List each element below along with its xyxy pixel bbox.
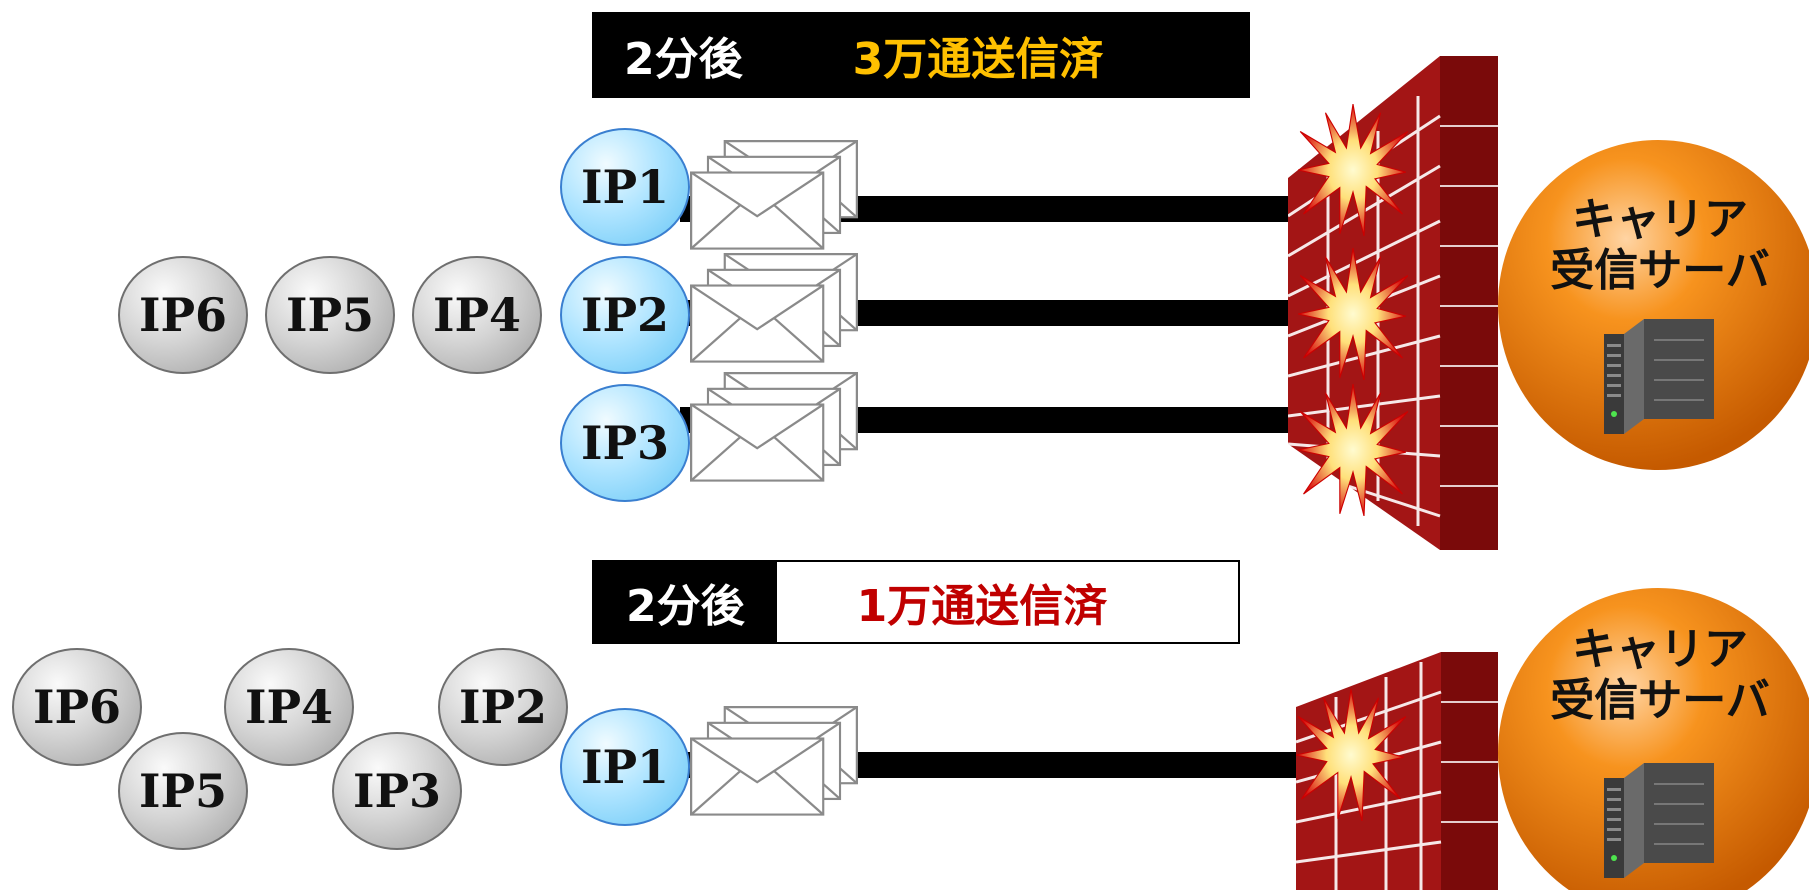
bottom-burst-ip1-icon — [1296, 680, 1406, 830]
bottom-idle-node-ip5: IP5 — [118, 732, 248, 850]
top-server-tower-icon — [1604, 318, 1724, 440]
top-carrier-label: キャリア 受信サーバ — [1520, 194, 1800, 296]
bottom-carrier-label: キャリア 受信サーバ — [1520, 624, 1800, 726]
bottom-idle-node-ip6: IP6 — [12, 648, 142, 766]
bottom-banner-result: 1万通送信済 — [856, 581, 1108, 632]
bottom-carrier-sphere — [1498, 588, 1809, 890]
top-carrier-label-line1: キャリア — [1572, 194, 1748, 245]
bottom-idle-node-ip2: IP2 — [438, 648, 568, 766]
top-active-node-ip1: IP1 — [560, 128, 690, 246]
top-carrier-label-line2: 受信サーバ — [1550, 244, 1770, 296]
top-banner: 2分後 3万通送信済 — [592, 12, 1250, 98]
top-carrier-sphere — [1498, 140, 1809, 470]
bottom-envelope-ip1-icon — [690, 706, 858, 818]
top-envelope-ip2-icon — [690, 253, 858, 365]
bottom-idle-node-ip4: IP4 — [224, 648, 354, 766]
top-active-node-ip2: IP2 — [560, 256, 690, 374]
bottom-carrier-label-line2: 受信サーバ — [1550, 674, 1770, 726]
top-burst-ip2-icon — [1298, 244, 1408, 384]
top-active-node-ip3: IP3 — [560, 384, 690, 502]
top-burst-ip1-icon — [1298, 100, 1408, 240]
bottom-active-node-ip1: IP1 — [560, 708, 690, 826]
top-envelope-ip3-icon — [690, 372, 858, 484]
top-burst-ip3-icon — [1298, 380, 1408, 520]
top-idle-node-ip5: IP5 — [265, 256, 395, 374]
bottom-server-tower-icon — [1604, 762, 1724, 884]
top-banner-time: 2分後 — [624, 34, 743, 85]
bottom-idle-node-ip3: IP3 — [332, 732, 462, 850]
bottom-carrier-label-line1: キャリア — [1572, 624, 1748, 675]
bottom-banner: 2分後 1万通送信済 — [592, 560, 1240, 644]
top-envelope-ip1-icon — [690, 140, 858, 252]
bottom-banner-time: 2分後 — [594, 562, 777, 642]
top-idle-node-ip6: IP6 — [118, 256, 248, 374]
top-banner-result: 3万通送信済 — [852, 34, 1104, 85]
top-idle-node-ip4: IP4 — [412, 256, 542, 374]
